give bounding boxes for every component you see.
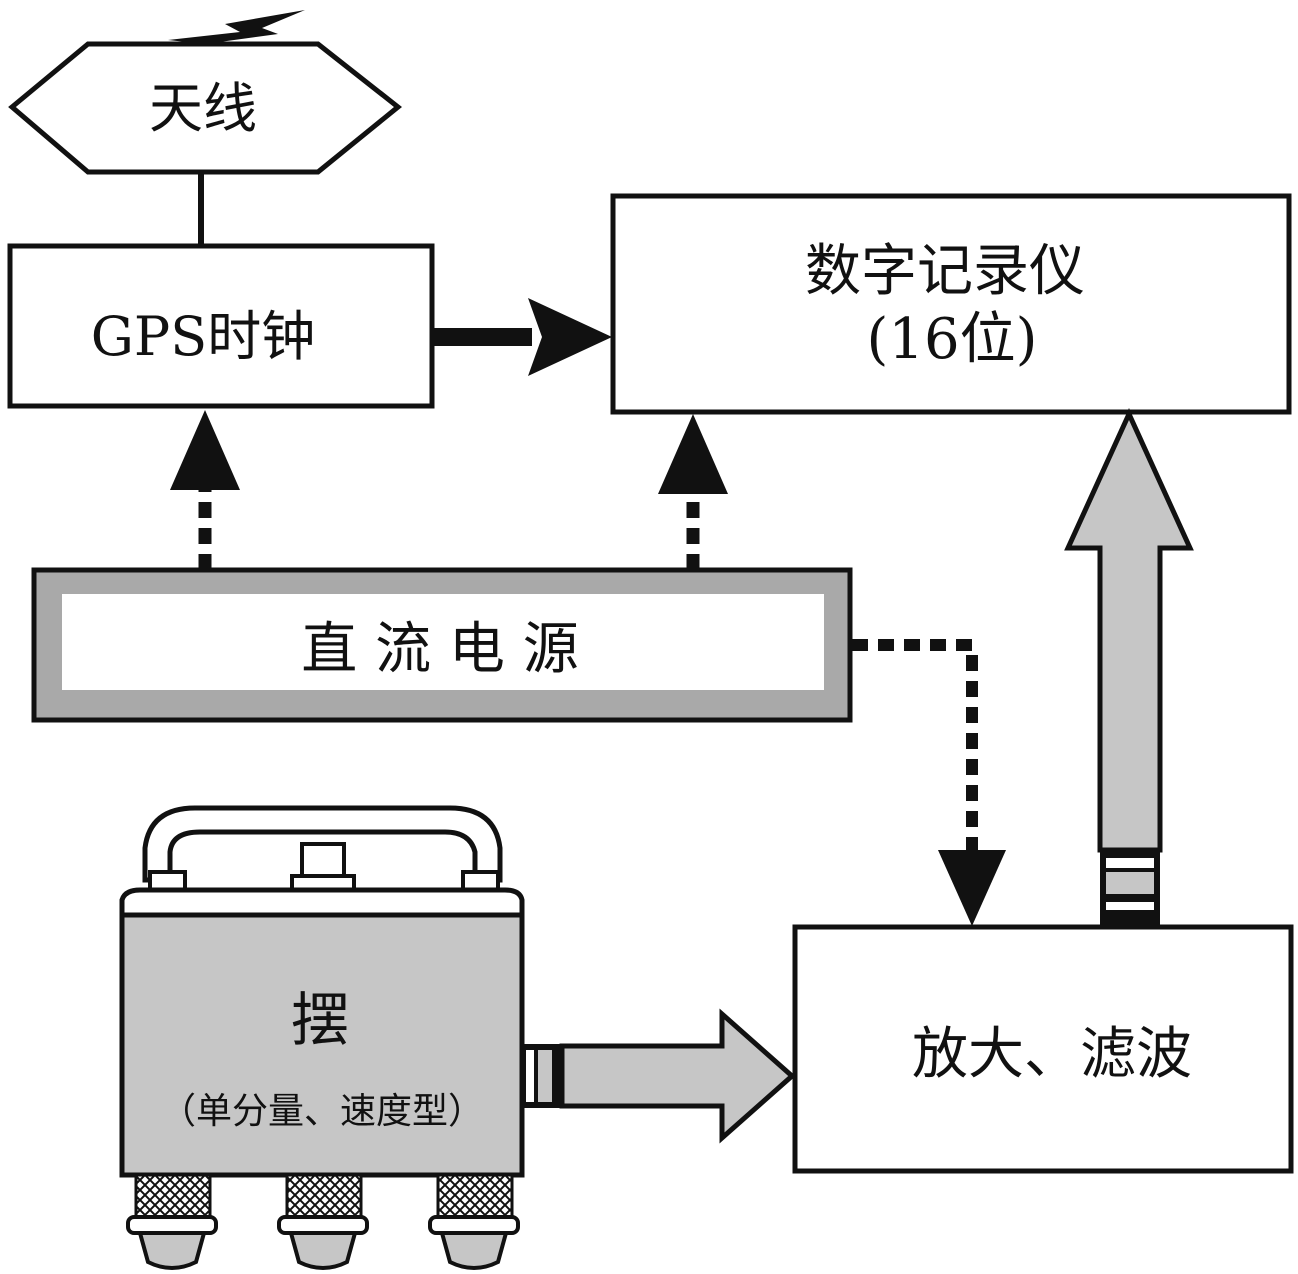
- pendulum-sublabel: （单分量、速度型）: [160, 1091, 484, 1132]
- antenna-label: 天线: [149, 77, 257, 140]
- amplifier-node: 放大、滤波: [792, 924, 1294, 1174]
- dc-power-label: 直 流 电 源: [301, 617, 578, 682]
- amplifier-to-recorder-arrow: [1064, 407, 1194, 930]
- pendulum-node: 摆 （单分量、速度型）: [119, 805, 525, 1270]
- antenna-node: 天线: [8, 41, 403, 175]
- dc-power-node: 直 流 电 源: [31, 567, 853, 723]
- gps-clock-node: GPS时钟: [7, 243, 435, 409]
- power-to-recorder-arrow: [658, 414, 728, 570]
- recorder-label-line1: 数字记录仪: [805, 239, 1085, 304]
- pendulum-label: 摆: [291, 986, 349, 1054]
- lightning-icon: [168, 10, 305, 44]
- knurled-foot-icon: [126, 1173, 218, 1270]
- knurled-foot-icon: [277, 1173, 369, 1270]
- gps-clock-label: GPS时钟: [91, 305, 315, 368]
- amplifier-label: 放大、滤波: [912, 1022, 1192, 1087]
- recorder-node: 数字记录仪 (16位): [610, 193, 1292, 415]
- pendulum-to-amplifier-arrow: [520, 1008, 796, 1144]
- power-to-amplifier-arrow: [852, 639, 1006, 926]
- knurled-foot-icon: [428, 1173, 520, 1270]
- gps-to-recorder-arrow: [432, 298, 612, 376]
- recorder-label-line2: (16位): [867, 307, 1038, 372]
- power-to-gps-arrow: [170, 410, 240, 570]
